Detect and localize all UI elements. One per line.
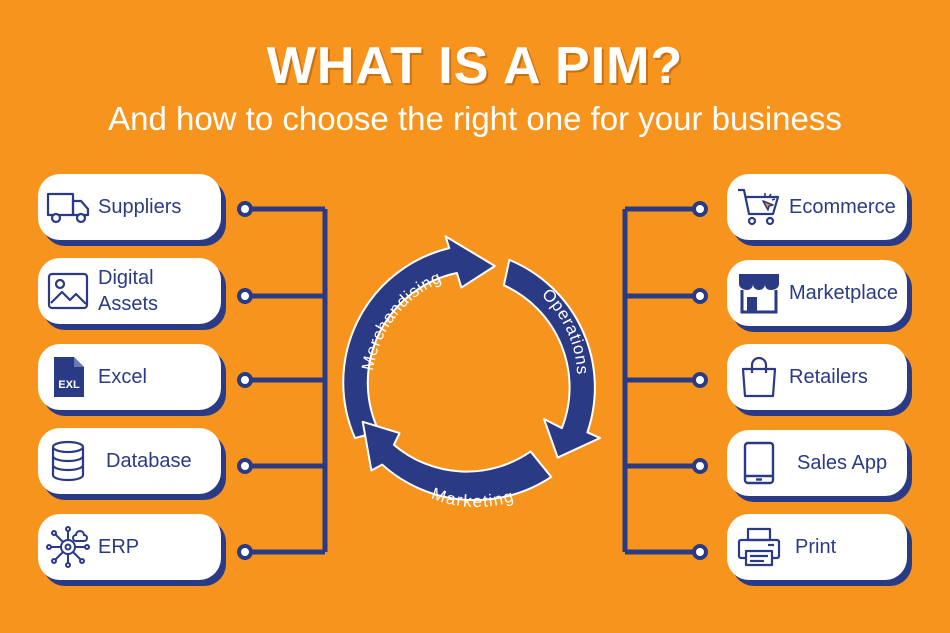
channel-card-sales-app: Sales App (727, 430, 907, 496)
source-card-suppliers: Suppliers (38, 174, 221, 240)
excel-file-icon: EXL (44, 353, 92, 401)
channel-card-retailers: Retailers (727, 344, 907, 410)
cycle-arrows (342, 235, 601, 502)
channel-label: Print (795, 536, 837, 558)
database-icon (44, 437, 92, 485)
right-connector-bracket (622, 206, 700, 555)
erp-network-icon (44, 523, 92, 571)
channel-card-ecommerce: Ecommerce (727, 174, 907, 240)
channel-card-marketplace: Marketplace (727, 260, 907, 326)
source-label: Excel (98, 366, 147, 388)
page-title: WHAT IS A PIM? (266, 37, 684, 95)
source-card-erp: ERP (38, 514, 221, 580)
channel-card-print: Print (727, 514, 907, 580)
printer-icon (735, 523, 783, 571)
right-connector-dots (692, 201, 708, 560)
truck-icon (44, 183, 92, 231)
source-label: ERP (98, 536, 140, 558)
operations-arrow (502, 258, 601, 459)
shopping-cart-icon (735, 183, 783, 231)
page-subtitle: And how to choose the right one for your… (108, 100, 842, 137)
source-label: Suppliers (98, 196, 182, 218)
source-label: Database (106, 450, 192, 472)
image-icon (44, 267, 92, 315)
storefront-icon (735, 269, 783, 317)
tablet-icon (735, 439, 783, 487)
marketing-arrow (361, 420, 553, 502)
shopping-bag-icon (735, 353, 783, 401)
left-connector-dots (237, 201, 253, 560)
cycle-label-operations: Operations (538, 285, 592, 376)
channel-label: Ecommerce (789, 196, 896, 218)
svg-text:EXL: EXL (58, 379, 80, 391)
source-label: Digital Assets (98, 267, 159, 315)
source-card-digital-assets: Digital Assets (38, 258, 221, 324)
left-connector-bracket (245, 206, 328, 555)
channel-label: Retailers (789, 366, 868, 388)
channel-label: Marketplace (789, 282, 898, 304)
channel-label: Sales App (797, 452, 888, 474)
source-card-database: Database (38, 428, 221, 494)
source-card-excel: EXL Excel (38, 344, 221, 410)
merchandising-arrow (342, 235, 496, 440)
